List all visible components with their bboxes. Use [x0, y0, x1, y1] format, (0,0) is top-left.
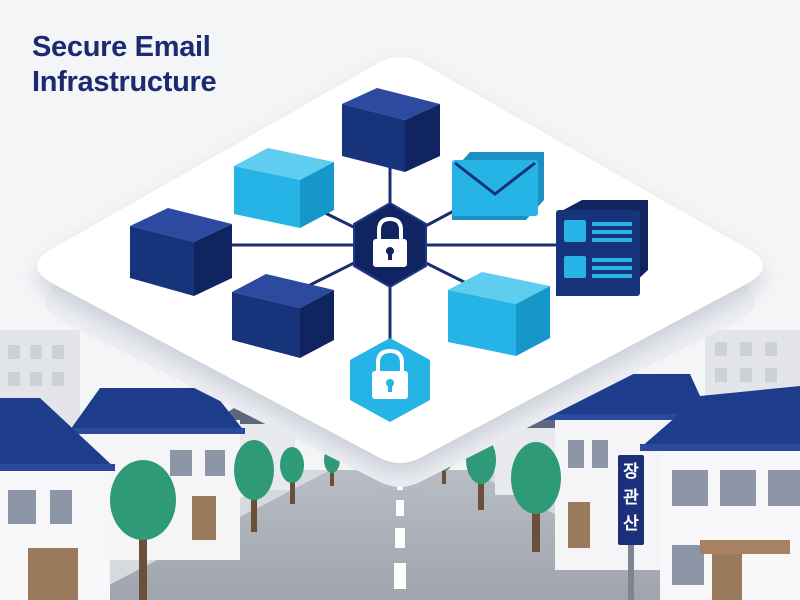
tree — [280, 447, 304, 504]
background-buildings — [0, 330, 800, 440]
roof-eave — [640, 444, 800, 451]
street-sign-char-1: 장 — [623, 462, 639, 482]
window — [592, 440, 608, 468]
email-node — [452, 152, 544, 220]
roof-eave — [0, 464, 115, 471]
tree — [110, 460, 176, 600]
server-drive — [564, 256, 586, 278]
title-line-2: Infrastructure — [32, 66, 217, 98]
title-line-1: Secure Email — [32, 31, 211, 63]
street-sign-board — [618, 455, 644, 545]
server-node — [556, 200, 648, 296]
dark-cube-left — [130, 208, 232, 296]
lane-marking — [395, 528, 405, 548]
dark-cube-lower-left — [232, 274, 334, 358]
tree — [511, 442, 561, 552]
page-title: Secure Email Infrastructure — [32, 30, 217, 100]
roof-eave — [540, 414, 712, 420]
window — [8, 490, 36, 524]
envelope-icon — [452, 160, 538, 216]
street-sign: 장 관 산 — [618, 455, 644, 600]
window — [720, 470, 756, 506]
street-sign-char-3: 산 — [623, 514, 639, 534]
awning — [700, 540, 790, 554]
window — [568, 440, 584, 468]
tree — [234, 440, 274, 532]
door — [28, 548, 78, 600]
window — [50, 490, 72, 524]
trees — [110, 436, 561, 600]
street-sign-post — [628, 545, 634, 600]
secondary-lock-node — [350, 338, 430, 422]
door — [712, 554, 742, 600]
door — [192, 496, 216, 540]
lane-marking — [394, 563, 406, 589]
roof — [0, 398, 115, 468]
window — [768, 470, 800, 506]
light-cube-upper-left — [234, 148, 334, 228]
dark-cube-top — [342, 88, 440, 172]
roof-eave — [70, 428, 245, 434]
window — [205, 450, 225, 476]
server-drive — [564, 220, 586, 242]
hub-node — [353, 201, 427, 289]
lock-icon — [372, 348, 408, 399]
door — [568, 502, 590, 548]
roof — [640, 386, 800, 448]
window — [672, 470, 708, 506]
roof — [70, 388, 245, 432]
lane-marking — [396, 500, 404, 516]
light-cube-lower-right — [448, 272, 550, 356]
envelope-flap — [454, 161, 536, 196]
window — [170, 450, 192, 476]
lock-icon — [373, 216, 407, 267]
street-sign-char-2: 관 — [623, 488, 639, 508]
window — [672, 545, 704, 585]
